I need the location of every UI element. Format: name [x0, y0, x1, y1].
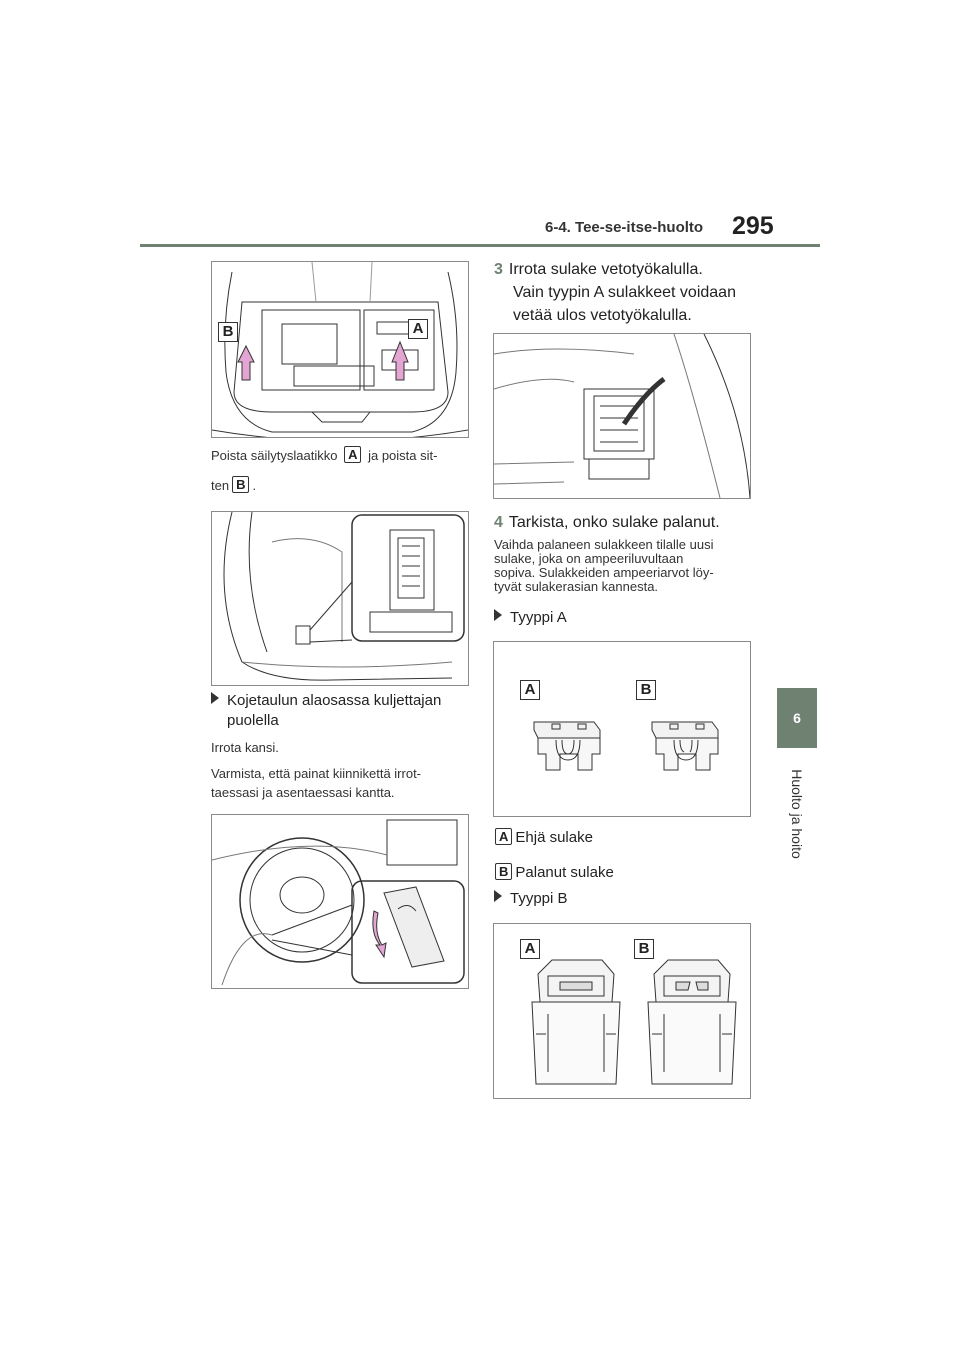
dashboard-cover-illustration [211, 814, 469, 989]
bullet-triangle-icon [211, 692, 219, 704]
para-warning-line1: Varmista, että painat kiinnikettä irrot- [211, 766, 422, 781]
chapter-number: 6 [793, 710, 801, 726]
callout-a: A [408, 319, 428, 339]
type-a-fuses-illustration: A B [493, 641, 751, 817]
bullet-driver-side: Kojetaulun alaosassa kuljettajan [211, 688, 473, 713]
fuse-box-location-illustration [211, 511, 469, 686]
bullet-triangle-icon [494, 890, 502, 902]
legend-label-a: A [495, 828, 513, 845]
legend-label-b: B [495, 863, 513, 880]
page-number: 295 [732, 212, 774, 240]
para-replace-line4: tyvät sulakerasian kannesta. [494, 579, 659, 594]
header-rule [140, 244, 820, 247]
intact-fuse-a [533, 721, 601, 771]
callout-b: B [218, 322, 238, 342]
step-4-number: 4 [494, 514, 503, 531]
caption-remove-storage: Poista säilytyslaatikko A ja poista sit- [211, 446, 438, 463]
type-b-fuses-illustration: A B [493, 923, 751, 1099]
step-3-line2: Vain tyypin A sulakkeet voidaan [513, 284, 736, 301]
fig-b-callout-b: B [634, 939, 654, 959]
label-a: A [344, 446, 362, 463]
fig-b-callout-a: A [520, 939, 540, 959]
bullet-type-b: Tyyppi B [494, 886, 694, 911]
para-replace-line1: Vaihda palaneen sulakkeen tilalle uusi [494, 537, 714, 552]
para-replace-line3: sopiva. Sulakkeiden ampeeriarvot löy- [494, 565, 714, 580]
label-b: B [232, 476, 250, 493]
chapter-tab: 6 [777, 688, 817, 748]
chapter-title-vertical: Huolto ja hoito [775, 760, 819, 870]
bullet-driver-side-cont: puolella [227, 712, 279, 729]
fuse-puller-illustration [493, 333, 751, 499]
chapter-title: Huolto ja hoito [789, 769, 805, 859]
bullet-type-a: Tyyppi A [494, 605, 694, 630]
trunk-illustration: B A [211, 261, 469, 438]
para-replace-line2: sulake, joka on ampeeriluvultaan [494, 551, 684, 566]
blown-fuse-b [651, 721, 719, 771]
fig-a-callout-a: A [520, 680, 540, 700]
blown-fuse-b-type [647, 959, 737, 1085]
section-title: 6-4. Tee-se-itse-huolto [545, 219, 704, 236]
step-3-line3: vetää ulos vetotyökalulla. [513, 307, 692, 324]
para-remove-cover: Irrota kansi. [211, 740, 279, 755]
fig-a-callout-b: B [636, 680, 656, 700]
intact-fuse-b-type [531, 959, 621, 1085]
step-3-number: 3 [494, 261, 503, 278]
para-warning-line2: taessasi ja asentaessasi kantta. [211, 785, 395, 800]
bullet-triangle-icon [494, 609, 502, 621]
